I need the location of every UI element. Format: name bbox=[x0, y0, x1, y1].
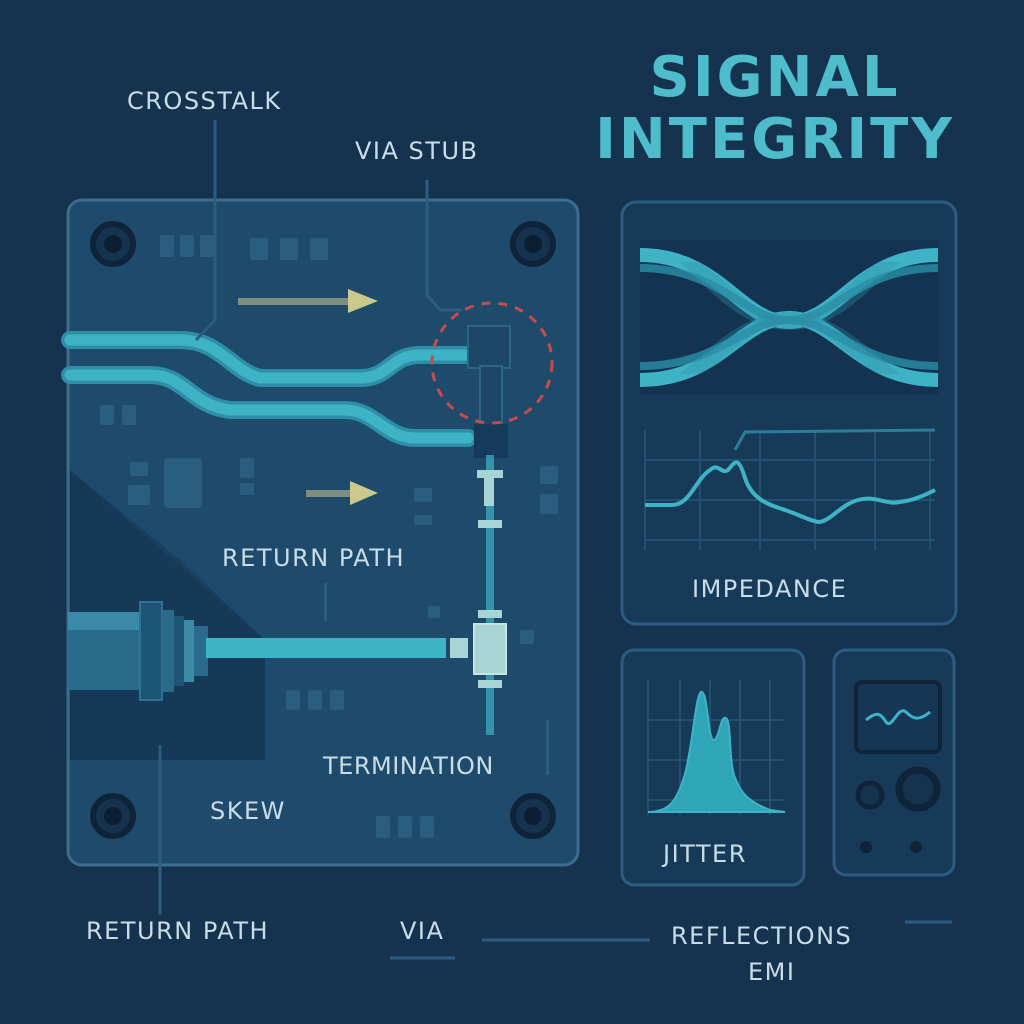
page-title-line2: INTEGRITY bbox=[595, 107, 955, 172]
arrow-right-icon bbox=[306, 481, 378, 505]
label-return-path-bottom: RETURN PATH bbox=[86, 917, 270, 945]
impedance-grid bbox=[644, 430, 935, 550]
mounting-hole-icon bbox=[510, 221, 556, 267]
label-skew: SKEW bbox=[210, 797, 286, 825]
jitter-histogram bbox=[647, 690, 786, 813]
label-crosstalk: CROSSTALK bbox=[127, 87, 282, 115]
label-via-stub: VIA STUB bbox=[355, 137, 479, 165]
page-title-line1: SIGNAL bbox=[649, 45, 901, 110]
label-jitter: JITTER bbox=[663, 840, 747, 868]
via-stub bbox=[430, 301, 554, 458]
label-via: VIA bbox=[400, 917, 445, 945]
coax-connector-icon bbox=[68, 601, 468, 701]
arrow-right-icon bbox=[238, 289, 378, 313]
label-emi: EMI bbox=[748, 958, 796, 986]
eye-diagram-icon bbox=[639, 240, 939, 395]
mounting-hole-icon bbox=[510, 793, 556, 839]
oscilloscope-icon bbox=[832, 648, 956, 877]
label-reflections: REFLECTIONS bbox=[671, 922, 853, 950]
mounting-hole-icon bbox=[90, 221, 136, 267]
impedance-panel bbox=[620, 200, 958, 626]
label-termination: TERMINATION bbox=[323, 752, 494, 780]
impedance-waveform bbox=[645, 460, 936, 525]
jitter-panel bbox=[620, 648, 806, 887]
mounting-hole-icon bbox=[90, 793, 136, 839]
smd-pads bbox=[100, 235, 558, 838]
label-return-path-board: RETURN PATH bbox=[222, 544, 406, 572]
differential-traces bbox=[61, 331, 479, 447]
bottom-dividers bbox=[390, 920, 952, 960]
label-impedance: IMPEDANCE bbox=[692, 575, 848, 603]
leader-lines bbox=[158, 120, 462, 915]
termination-resistor bbox=[473, 455, 507, 735]
